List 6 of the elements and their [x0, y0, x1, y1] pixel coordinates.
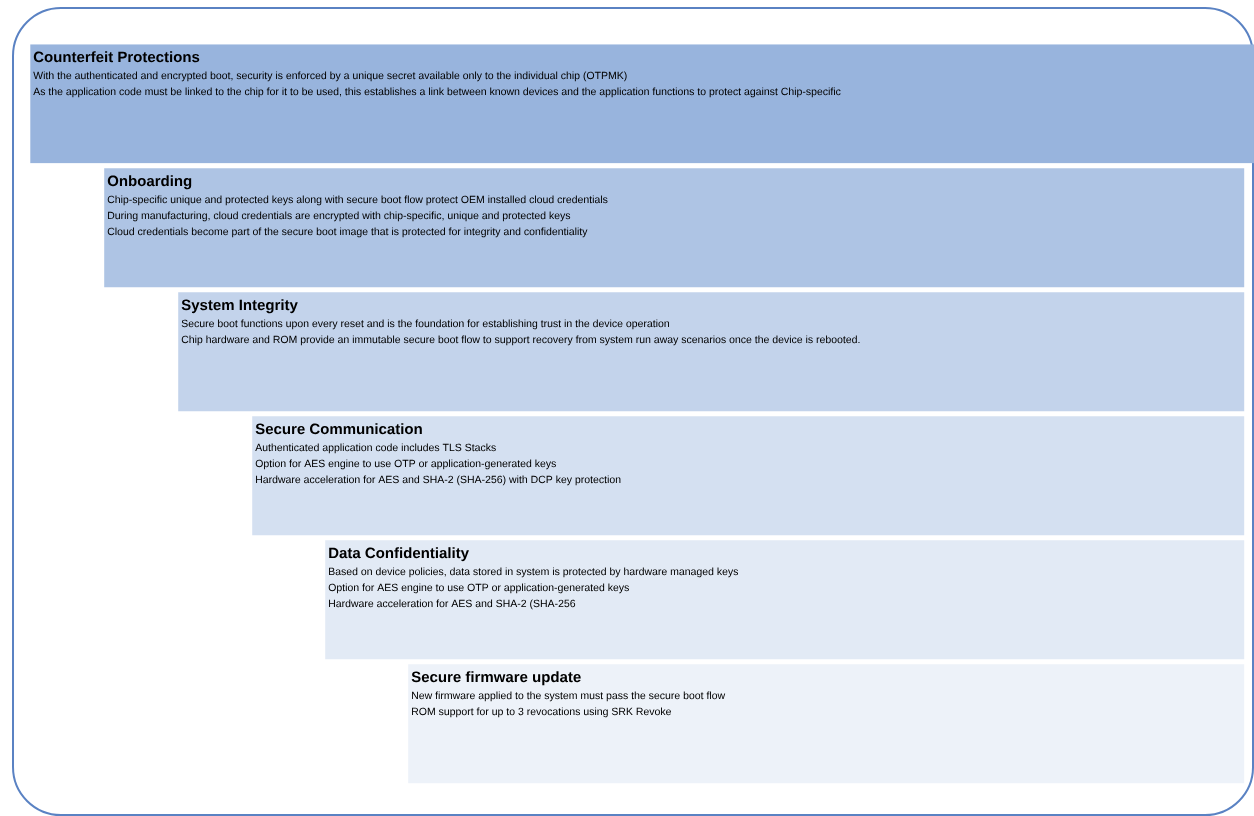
- section-band: Data Confidentiality Based on device policies, data stored in system is protected by hardware managed keys Option for AES engine to use OTP or application-generated keys Hardware acceleration for AES and SHA-2 (SHA-256: [325, 540, 1245, 660]
- section-band: Counterfeit Protections With the authenticated and encrypted boot, security is enforced by a unique secret available only to the individual chip (OTPMK) As the application code must be linked to the chip for it to be used, this establishes a link between known devices and the application functions to protect against Chip-specific: [30, 44, 1254, 164]
- section-band: Secure firmware update New firmware applied to the system must pass the secure boot flow ROM support for up to 3 revocations using SRK Revoke: [408, 664, 1245, 784]
- section-band: System Integrity Secure boot functions upon every reset and is the foundation for establishing trust in the device operation Chip hardware and ROM provide an immutable secure boot flow to support recovery from system run away scenarios once the device is rebooted.: [178, 292, 1245, 412]
- section-band: Secure Communication Authenticated application code includes TLS Stacks Option for AES engine to use OTP or application-generated keys Hardware acceleration for AES and SHA-2 (SHA-256) with DCP key protection: [252, 416, 1245, 536]
- section-band: Onboarding Chip-specific unique and protected keys along with secure boot flow protect OEM installed cloud credentials During manufacturing, cloud credentials are encrypted with chip-specific, unique and protected keys Cloud credentials become part of the secure boot image that is protected for integrity and confidentiality: [104, 168, 1245, 288]
